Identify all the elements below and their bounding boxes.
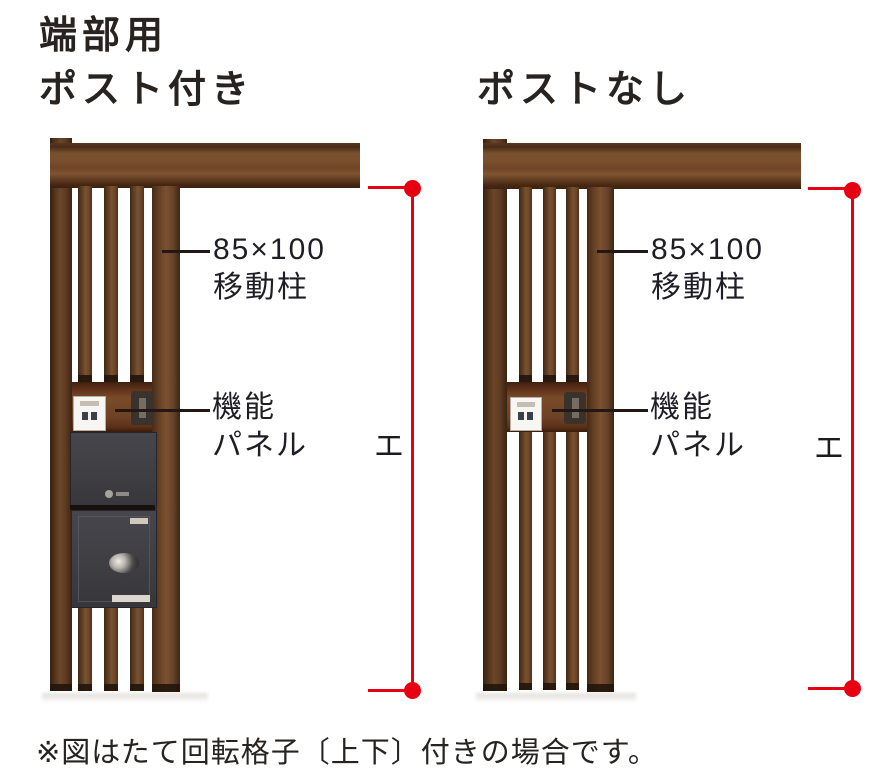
intercom-button (527, 412, 533, 420)
ground-shadow (42, 693, 208, 701)
panel-label-line2: パネル (650, 429, 746, 462)
pillar-size-label: 85×100 (651, 233, 764, 266)
figure-note: ※図はたて回転格子〔上下〕付きの場合です。 (36, 737, 658, 769)
leader-line (597, 250, 648, 253)
lattice-slat (78, 608, 92, 691)
lattice-slat (130, 608, 144, 691)
pillar-size-label: 85×100 (213, 233, 326, 266)
maker-logo (105, 490, 113, 498)
lattice-slat (519, 432, 532, 690)
lattice-slat (104, 608, 118, 691)
moving-pillar (587, 187, 614, 692)
top-beam (483, 143, 801, 189)
box-divider (70, 505, 155, 510)
intercom-grille (517, 402, 535, 407)
dimension-endpoint-dot (404, 682, 421, 699)
height-dimension-symbol: エ (374, 430, 404, 463)
lattice-slat (566, 187, 579, 382)
intercom-button (82, 412, 88, 420)
top-beam (50, 143, 360, 188)
end-post (483, 139, 507, 691)
latch-slit (139, 398, 146, 418)
lattice-slat (104, 186, 118, 382)
lattice-slat (543, 432, 556, 690)
dimension-tick-top (368, 186, 414, 189)
lattice-slat (78, 186, 92, 382)
panel-label-line1: 機能 (650, 391, 714, 424)
dimension-endpoint-dot (404, 180, 421, 197)
dial-knob (109, 553, 139, 573)
dimension-tick-bottom (368, 689, 414, 692)
title-left-line2: ポスト付き (39, 69, 255, 111)
dimension-endpoint-dot (844, 182, 861, 199)
intercom-grille (80, 401, 99, 406)
delivery-box (70, 432, 157, 509)
latch-unit (131, 391, 153, 425)
latch-unit (564, 392, 586, 424)
height-dimension-symbol: エ (814, 432, 844, 465)
leader-line (115, 409, 210, 412)
latch-slit (572, 398, 579, 418)
mail-post-box (71, 510, 157, 608)
panel-label-line2: パネル (212, 429, 308, 462)
name-plate (112, 595, 150, 602)
dimension-endpoint-dot (844, 680, 861, 697)
maker-logo-text (116, 492, 129, 496)
lattice-slat (519, 187, 532, 382)
leader-line (162, 250, 210, 253)
lattice-slat (130, 186, 144, 382)
pillar-name-label: 移動柱 (213, 271, 309, 304)
mail-slot (130, 518, 148, 524)
end-post (50, 138, 72, 691)
dimension-tick-top (808, 187, 854, 190)
title-right: ポストなし (477, 69, 693, 111)
dimension-line (851, 188, 854, 690)
intercom-button (518, 412, 524, 420)
lattice-slat (566, 432, 579, 690)
ground-shadow (476, 693, 636, 701)
intercom-unit (73, 396, 106, 431)
pillar-name-label: 移動柱 (651, 271, 747, 304)
intercom-unit (510, 397, 542, 431)
dimension-tick-bottom (808, 687, 854, 690)
lattice-slat (543, 187, 556, 382)
intercom-button (91, 412, 97, 420)
title-left-line1: 端部用 (39, 15, 169, 57)
leader-line (552, 409, 648, 412)
panel-label-line1: 機能 (212, 391, 276, 424)
dimension-line (411, 187, 414, 691)
